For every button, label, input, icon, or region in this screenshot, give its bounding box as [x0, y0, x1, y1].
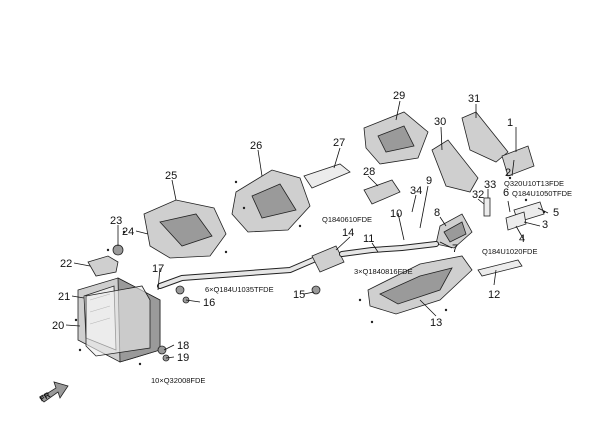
callout-26: 26: [250, 140, 262, 152]
callout-12: 12: [488, 289, 500, 301]
callout-9: 9: [426, 175, 432, 187]
clamps: [157, 285, 321, 362]
tailpipe-tip: [87, 255, 119, 277]
callout-31: 31: [468, 93, 480, 105]
shield-31: [461, 111, 509, 163]
callout-16: 16: [203, 297, 215, 309]
callout-22: 22: [60, 258, 72, 270]
code-q184u1035tfde: 6×Q184U1035TFDE: [205, 285, 274, 294]
shield-28: [363, 179, 401, 205]
callout-18: 18: [177, 340, 189, 352]
callout-24: 24: [122, 226, 134, 238]
shield-30: [431, 139, 479, 193]
callout-numbers: 1 2 3 4 5 6 7 8 9 10 11 12 13 14 15 16 1…: [52, 90, 559, 364]
callout-1: 1: [507, 117, 513, 129]
bracket-27: [303, 163, 351, 189]
code-q320u10t13fde: Q320U10T13FDE: [504, 179, 564, 188]
callout-28: 28: [363, 166, 375, 178]
callout-33: 33: [484, 179, 496, 191]
manifold-shield: [501, 145, 535, 177]
callout-6: 6: [503, 187, 509, 199]
callout-13: 13: [430, 317, 442, 329]
code-q1840816fde: 3×Q1840816FDE: [354, 267, 413, 276]
center-heat-shield: [143, 199, 227, 259]
floor-heat-shield: [231, 169, 311, 233]
callout-21: 21: [58, 291, 70, 303]
code-q184u1020fde: Q184U1020FDE: [482, 247, 537, 256]
callout-27: 27: [333, 137, 345, 149]
upper-heat-shield: [363, 111, 429, 165]
catalytic-converter: [435, 213, 473, 249]
front-direction-arrow: FR: [38, 381, 69, 403]
leader-lines: [65, 100, 549, 359]
bracket-12: [477, 259, 523, 277]
code-q184u1050tfde: Q184U1050TFDE: [512, 189, 572, 198]
callout-17: 17: [152, 263, 164, 275]
callout-11: 11: [363, 233, 374, 245]
callout-3: 3: [542, 219, 548, 231]
callout-30: 30: [434, 116, 446, 128]
callout-34: 34: [410, 185, 422, 197]
callout-15: 15: [293, 289, 305, 301]
callout-4: 4: [519, 233, 525, 245]
spring-33: [483, 197, 491, 217]
code-q1840610fde: Q1840610FDE: [322, 215, 372, 224]
underbody-shield: [367, 255, 473, 315]
callout-19: 19: [177, 352, 189, 364]
callout-5: 5: [553, 207, 559, 219]
callout-20: 20: [52, 320, 64, 332]
callout-29: 29: [393, 90, 405, 102]
rubber-hanger: [112, 244, 124, 256]
callout-23: 23: [110, 215, 122, 227]
code-q32008fde: 10×Q32008FDE: [151, 376, 205, 385]
callout-10: 10: [390, 208, 402, 220]
callout-2: 2: [505, 167, 511, 179]
main-exhaust-pipe: [157, 241, 439, 289]
callout-32: 32: [472, 189, 484, 201]
callout-8: 8: [434, 207, 440, 219]
part-code-labels: Q320U10T13FDE Q184U1050TFDE Q184U1020FDE…: [151, 179, 572, 385]
rear-heat-shield: [85, 285, 151, 357]
gasket-plate: [505, 201, 545, 231]
callout-14: 14: [342, 227, 354, 239]
callout-25: 25: [165, 170, 177, 182]
callout-7: 7: [452, 243, 458, 255]
bolts: [74, 176, 546, 366]
